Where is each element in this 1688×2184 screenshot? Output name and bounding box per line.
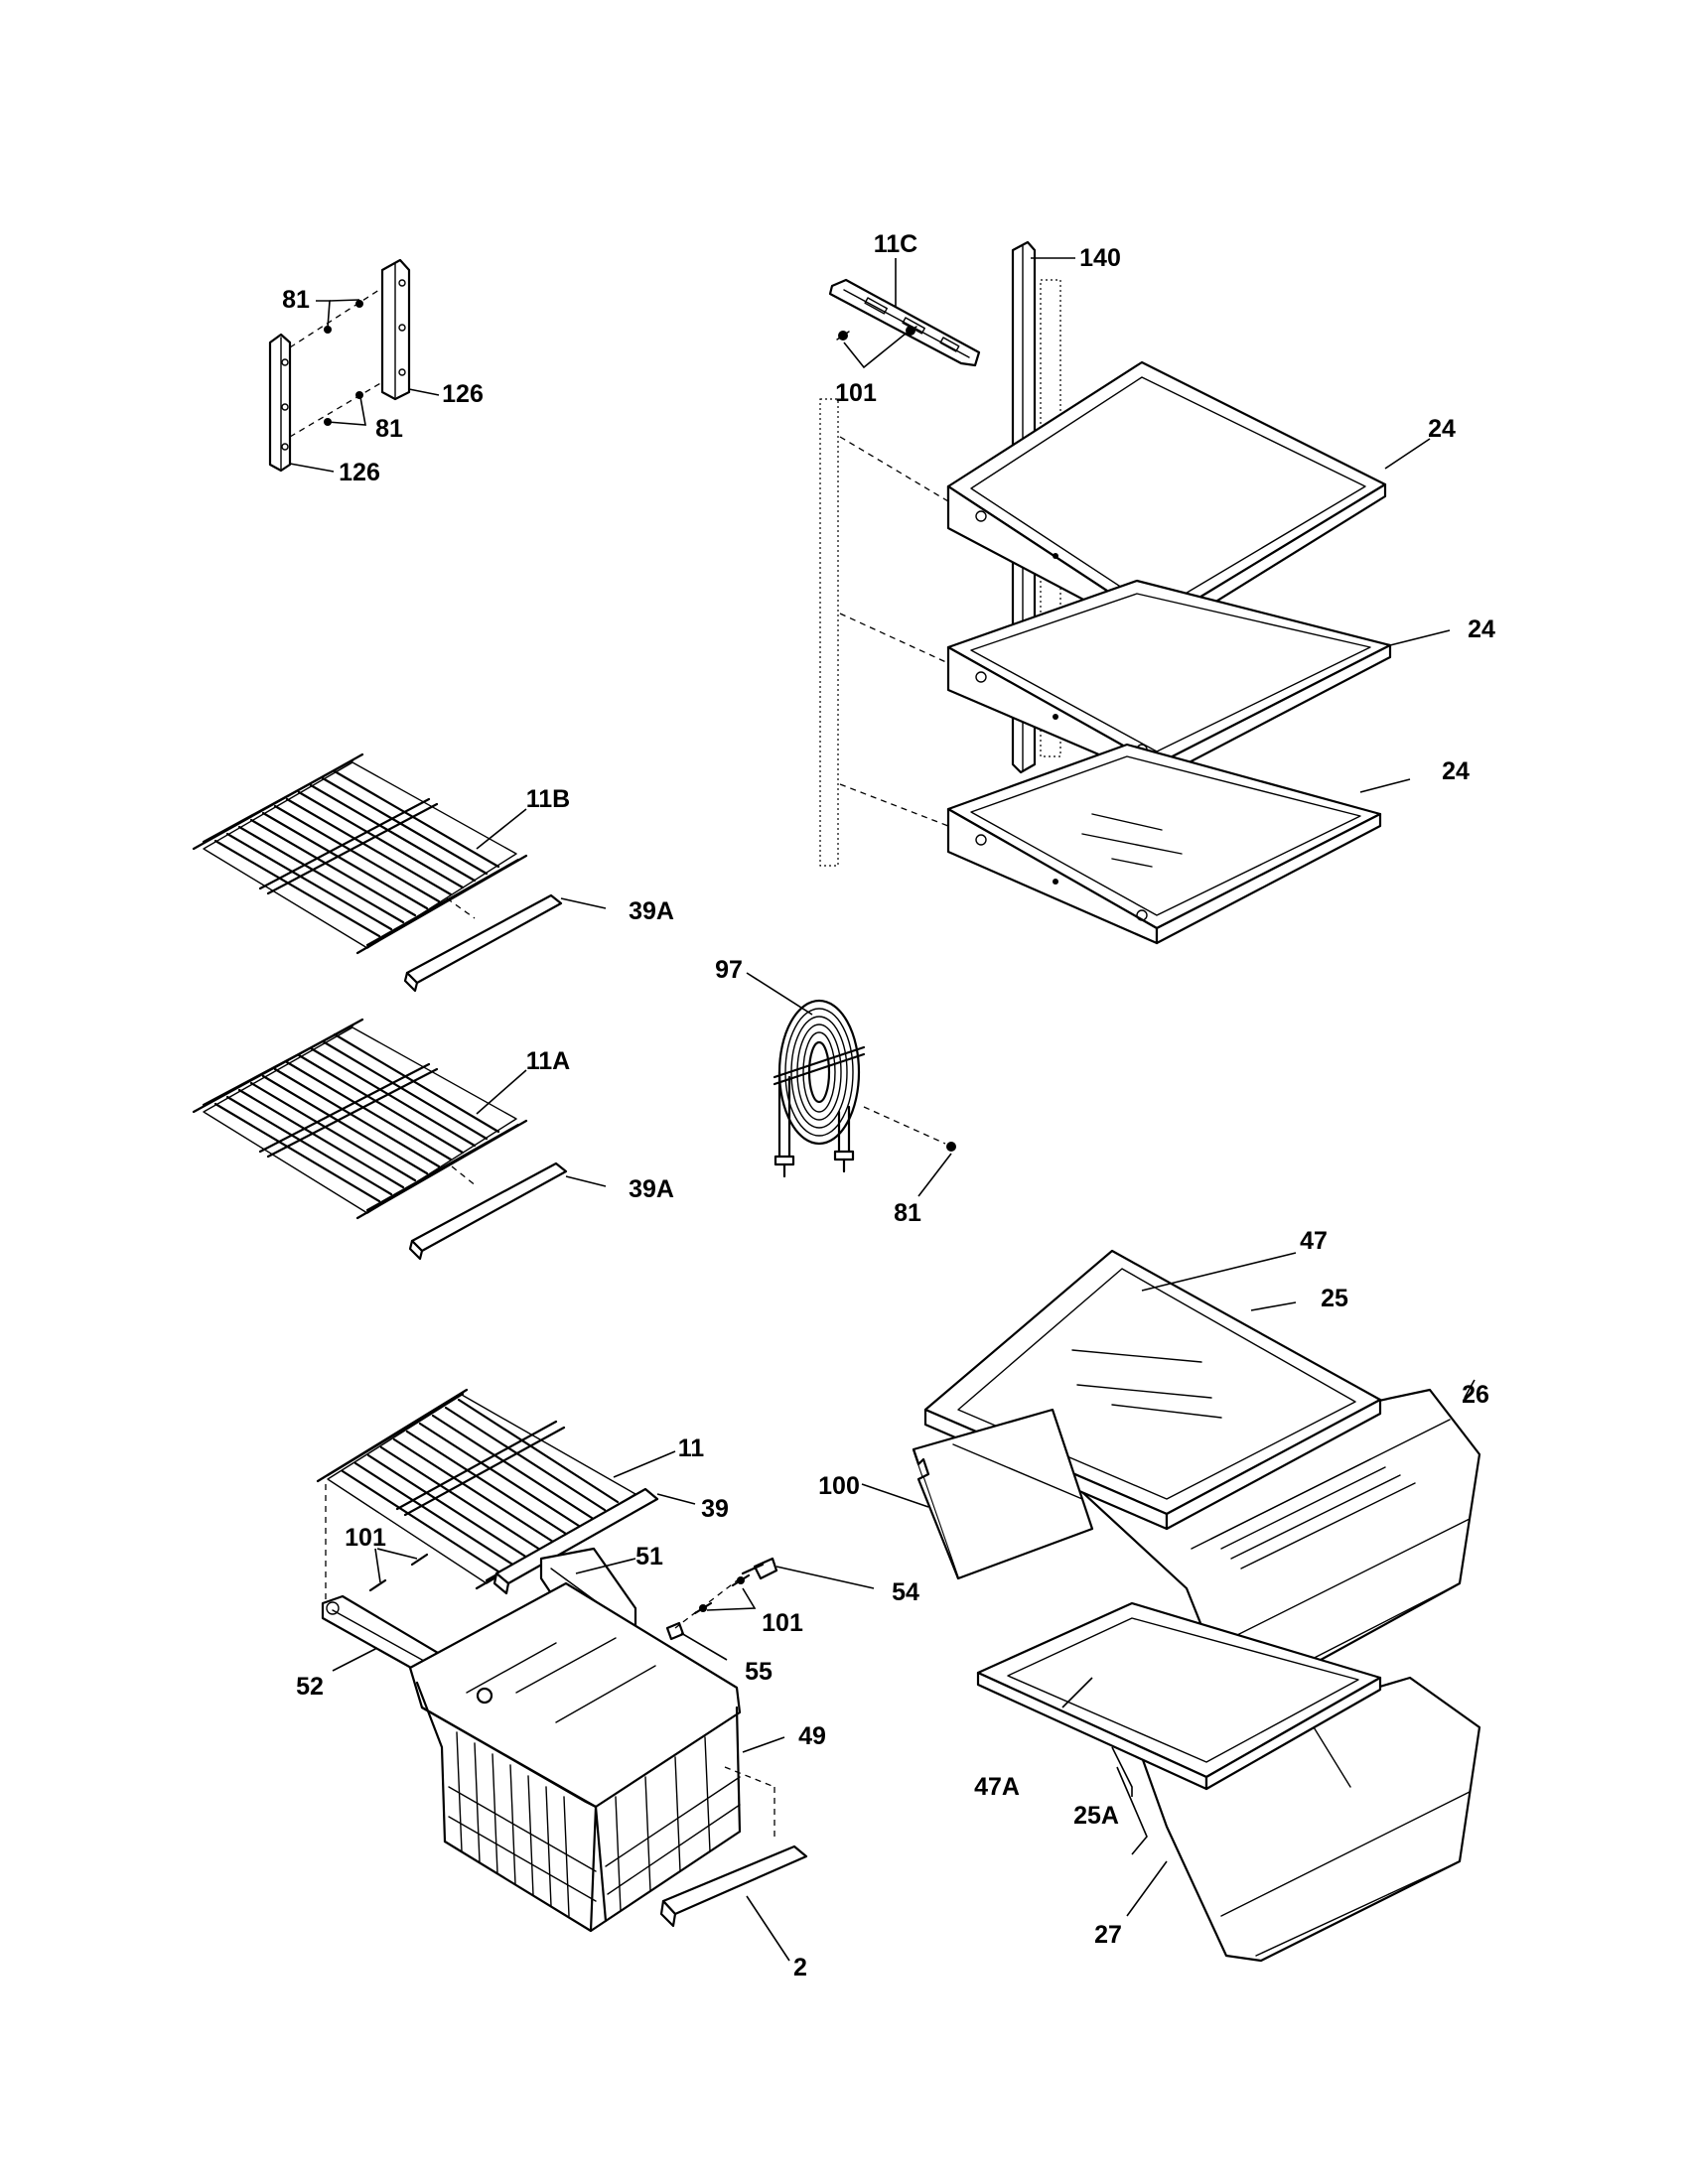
rear-rail-left-dotted	[819, 398, 839, 867]
bracket-126-right	[380, 258, 411, 401]
trim-2	[659, 1844, 808, 1928]
trim-39A-upper	[403, 893, 563, 993]
label-81-top: 81	[282, 286, 310, 314]
label-47: 47	[1300, 1227, 1328, 1255]
label-55: 55	[745, 1658, 773, 1686]
callout-labels: 81 126 81 126 11C 140 101 24 24 24 11B 3…	[282, 230, 1495, 1981]
divider-100	[912, 1408, 1094, 1580]
label-140: 140	[1079, 244, 1121, 272]
screws-81-top	[289, 287, 383, 438]
screws-101-left	[368, 1553, 429, 1592]
label-27: 27	[1094, 1921, 1122, 1949]
coil-97	[773, 999, 866, 1178]
screw-81-coil	[946, 1142, 956, 1152]
label-24-c: 24	[1442, 757, 1470, 785]
label-100: 100	[818, 1472, 860, 1500]
wire-shelf-11B	[192, 752, 528, 955]
label-49: 49	[798, 1722, 826, 1750]
label-24-b: 24	[1468, 615, 1495, 643]
label-25A: 25A	[1073, 1802, 1119, 1830]
label-126-top: 126	[442, 380, 484, 408]
screws-101-top	[836, 326, 917, 341]
trim-39	[492, 1487, 659, 1595]
bracket-126-left	[268, 333, 292, 473]
label-81-coil: 81	[894, 1199, 921, 1227]
crisper-cover-25A	[976, 1601, 1382, 1791]
label-51: 51	[635, 1543, 663, 1570]
trim-39A-lower	[408, 1161, 568, 1261]
bracket-11C	[828, 278, 981, 367]
label-47A: 47A	[974, 1773, 1020, 1801]
glass-shelf-24-middle	[946, 579, 1392, 781]
label-54: 54	[892, 1578, 919, 1606]
wire-shelf-11A	[192, 1018, 528, 1220]
screw-54	[741, 1557, 778, 1580]
label-39: 39	[701, 1495, 729, 1523]
label-11C: 11C	[874, 230, 917, 258]
screws-101-right	[693, 1573, 751, 1615]
label-126-bottom: 126	[339, 459, 380, 486]
label-81-mid: 81	[375, 415, 403, 443]
label-101-left: 101	[345, 1524, 386, 1552]
label-39A-a: 39A	[629, 897, 674, 925]
wire-basket-49	[408, 1581, 742, 1933]
glass-shelf-24-bottom	[946, 743, 1382, 945]
label-39A-b: 39A	[629, 1175, 674, 1203]
label-2: 2	[793, 1954, 807, 1981]
label-26: 26	[1462, 1381, 1489, 1409]
label-52: 52	[296, 1673, 324, 1701]
bushing-55	[665, 1621, 685, 1641]
label-11A: 11A	[526, 1047, 570, 1075]
label-11: 11	[678, 1434, 705, 1462]
label-11B: 11B	[526, 785, 570, 813]
label-24-a: 24	[1428, 415, 1456, 443]
label-97: 97	[715, 956, 743, 984]
label-101-right: 101	[762, 1609, 803, 1637]
label-25: 25	[1321, 1285, 1348, 1312]
label-101-top: 101	[835, 379, 877, 407]
